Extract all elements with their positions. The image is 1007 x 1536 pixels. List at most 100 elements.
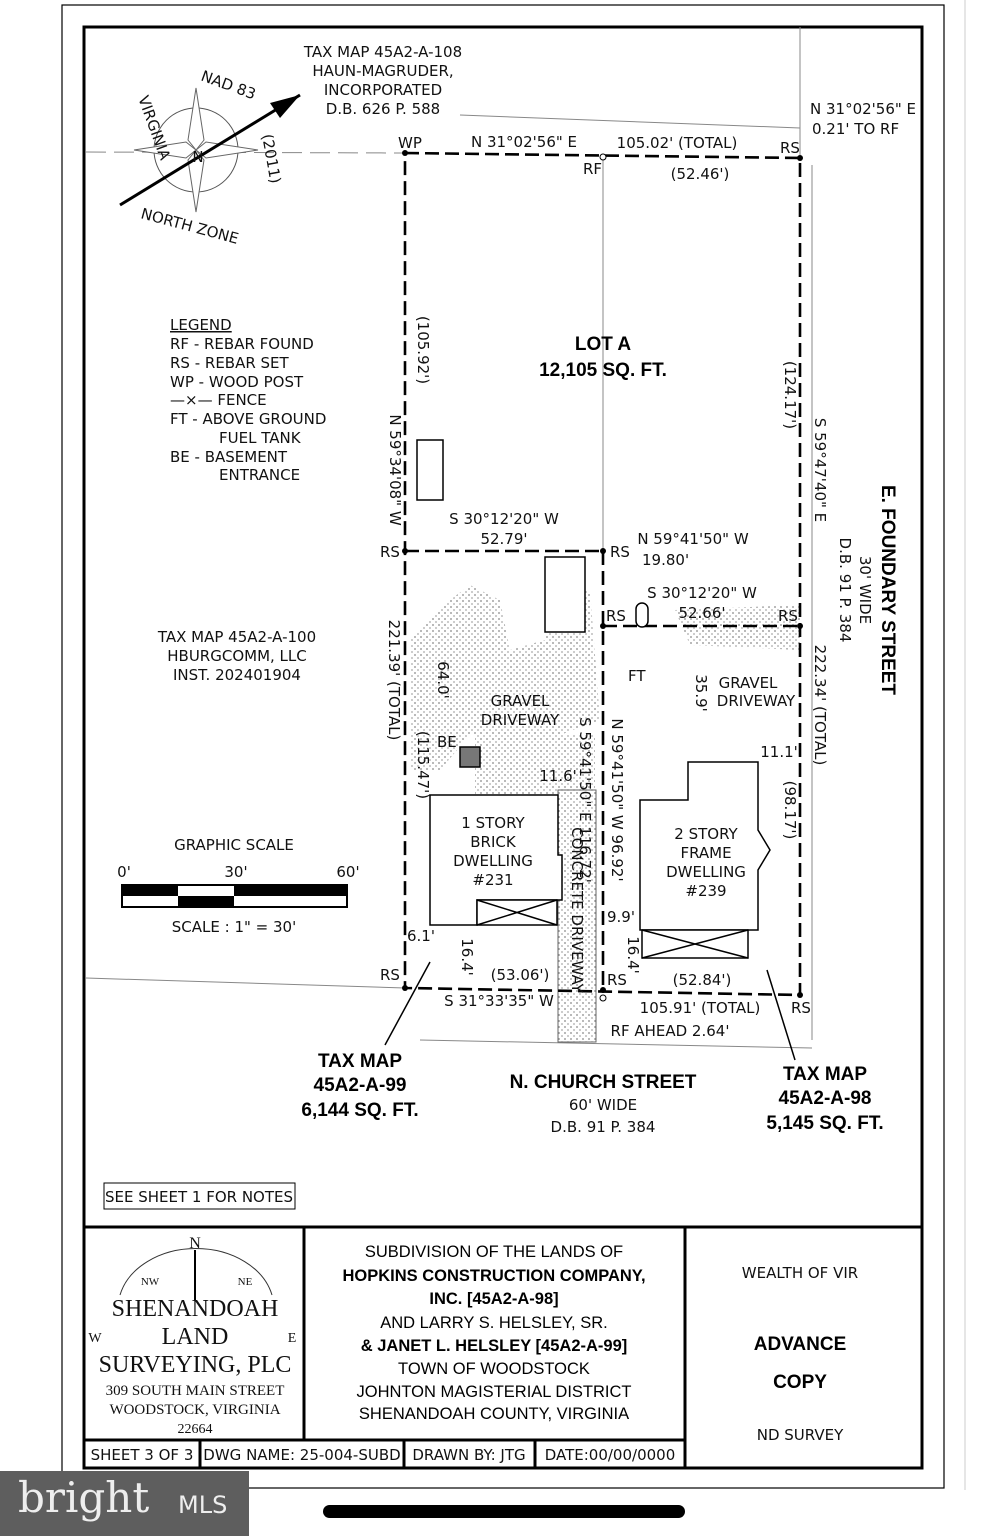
advance-copy-stamp: WEALTH OF VIR ADVANCE COPY ND SURVEY [742,1264,858,1444]
bearings-top: N 31°02'56" E [471,133,577,151]
graphic-scale: GRAPHIC SCALE 0' 30' 60' SCALE : 1" = 30… [117,836,359,936]
gravel-driveway-right [675,605,800,650]
shed-2 [544,556,586,633]
title-block-title-7: SHENANDOAH COUNTY, VIRGINIA [359,1405,629,1423]
watermark-brand: bright [18,1473,150,1522]
dims-d116: 11.6' [539,767,577,785]
dims-d164a: 16.4' [458,938,476,976]
sheet-inner-border [82,25,924,1470]
bearings-right-bearing: S 59°47'40" E [811,418,829,522]
bearings-corner-note-0: N 31°02'56" E [810,100,916,118]
adjoiners-left-0: TAX MAP 45A2-A-100 [157,628,316,646]
corner-markers [402,150,803,1002]
markers-rs: RS [610,543,630,561]
scale-ticks-2: 60' [336,863,359,881]
bearings-bottom: S 31°33'35" W [444,992,554,1010]
title-block-compass-nw: NW [141,1276,160,1288]
bearings-right-lower: (98.17') [781,781,799,840]
title-block-drawn: DRAWN BY: JTG [412,1446,525,1464]
legend-title: LEGEND [170,316,232,334]
plat-title: SUBDIVISION OF THE LANDS OF HOPKINS CONS… [342,1243,645,1423]
bearings-bottom-total: 105.91' (TOTAL) [640,999,761,1017]
features-dwelling1-1: BRICK [470,833,517,851]
lot-a-label: LOT A [575,334,632,355]
parcels-p99-1: 45A2-A-99 [314,1075,407,1096]
title-block-company-1: LAND [162,1324,229,1350]
scale-ticks-0: 0' [117,863,131,881]
shed [416,439,444,501]
bearings-mid-jog: N 59°41'50" W [637,530,749,548]
parcels-p99-2: 6,144 SQ. FT. [301,1100,418,1121]
bearings-left-bearing: N 59°34'08" W [386,414,404,526]
bearings-bottom-right: (52.84') [673,971,732,989]
bearings-left-upper: (105.92') [414,316,432,384]
streets-foundary-1: 30' WIDE [856,556,874,624]
markers-rs: RS [607,971,627,989]
gravel-area [475,735,595,795]
markers-rs: RS [780,139,800,157]
parcels-p98-2: 5,145 SQ. FT. [766,1113,883,1134]
adjoiner-top: TAX MAP 45A2-A-108 HAUN-MAGRUDER, INCORP… [303,43,462,118]
title-block-title-6: JOHNTON MAGISTERIAL DISTRICT [356,1383,631,1401]
title-block-seal-bottom: ND SURVEY [757,1426,844,1444]
adjoiners-left-2: INST. 202401904 [173,666,301,684]
lot-a-area: 12,105 SQ. FT. [539,360,667,381]
markers-rs: RS [380,543,400,561]
features-gravel1-0: GRAVEL [491,692,550,710]
bearings-top-part: (52.46') [671,165,730,183]
bearings-rf-ahead: RF AHEAD 2.64' [611,1022,730,1040]
bearing-labels: N 31°02'56" E 105.02' (TOTAL) (52.46') N… [385,100,916,1040]
dimension-labels: 64.0' 11.6' 35.9' 11.1' 6.1' 16.4' 9.9' … [407,661,798,976]
dims-d164b: 16.4' [624,936,642,974]
features-concrete: CONCRETE DRIVEWAY [568,827,586,994]
dims-d61: 6.1' [407,927,435,945]
bearings-left-total: 221.39' (TOTAL) [385,620,403,741]
basement-entrance [459,746,481,768]
legend-items-3: —×— FENCE [170,391,267,409]
bearings-mid-left: S 30°12'20" W [449,510,559,528]
dwelling-231 [429,794,563,926]
scale-text: SCALE : 1" = 30' [172,918,296,936]
title-block-compass-ne: NE [238,1276,253,1288]
title-block [84,1225,922,1468]
markers-rf: RF [583,160,602,178]
adjoiners-top-0: TAX MAP 45A2-A-108 [303,43,462,61]
home-indicator[interactable] [323,1505,685,1518]
dwelling-239 [639,761,771,931]
datum-label: NAD 83 [199,67,259,103]
title-block-compass-n: N [189,1235,201,1252]
adjoiners-left-1: HBURGCOMM, LLC [167,647,306,665]
title-block-company-2: SURVEYING, PLC [99,1352,292,1378]
title-block-sheet: SHEET 3 OF 3 [91,1446,194,1464]
title-block-title-4: & JANET L. HELSLEY [45A2-A-99] [361,1337,628,1355]
adjoiners-top-2: INCORPORATED [324,81,442,99]
title-block-compass-e: E [288,1331,297,1346]
legend-items-5: FUEL TANK [219,429,302,447]
legend-items-2: WP - WOOD POST [170,373,304,391]
dims-d640: 64.0' [434,661,452,699]
dims-d359: 35.9' [692,674,710,712]
buildings [416,439,771,959]
dims-d111: 11.1' [760,743,798,761]
features-dwelling1-3: #231 [472,871,513,889]
bearings-center-b: N 59°41'50" W 96.92' [608,718,626,881]
streets-foundary-0: E. FOUNDARY STREET [877,485,898,695]
features-gravel2-1: DRIVEWAY [717,692,796,710]
streets-church-2: D.B. 91 P. 384 [551,1118,656,1136]
title-block-title-2: INC. [45A2-A-98] [429,1290,558,1308]
legend: LEGEND RF - REBAR FOUND RS - REBAR SET W… [170,316,326,484]
title-block-title-3: AND LARRY S. HELSLEY, SR. [380,1314,607,1332]
bearings-top-total: 105.02' (TOTAL) [617,134,738,152]
zone-label: NORTH ZONE [139,204,241,247]
legend-items-4: FT - ABOVE GROUND [170,410,326,428]
markers-rs: RS [791,999,811,1017]
legend-items-7: ENTRANCE [219,466,300,484]
legend-items-0: RF - REBAR FOUND [170,335,314,353]
features-dwelling2-3: #239 [685,882,726,900]
scale-title: GRAPHIC SCALE [174,836,294,854]
north-letter: N [192,148,203,166]
streets-foundary-2: D.B. 91 P. 384 [836,538,854,643]
features-dwelling2-2: DWELLING [666,863,746,881]
watermark-suffix: MLS [178,1491,228,1519]
